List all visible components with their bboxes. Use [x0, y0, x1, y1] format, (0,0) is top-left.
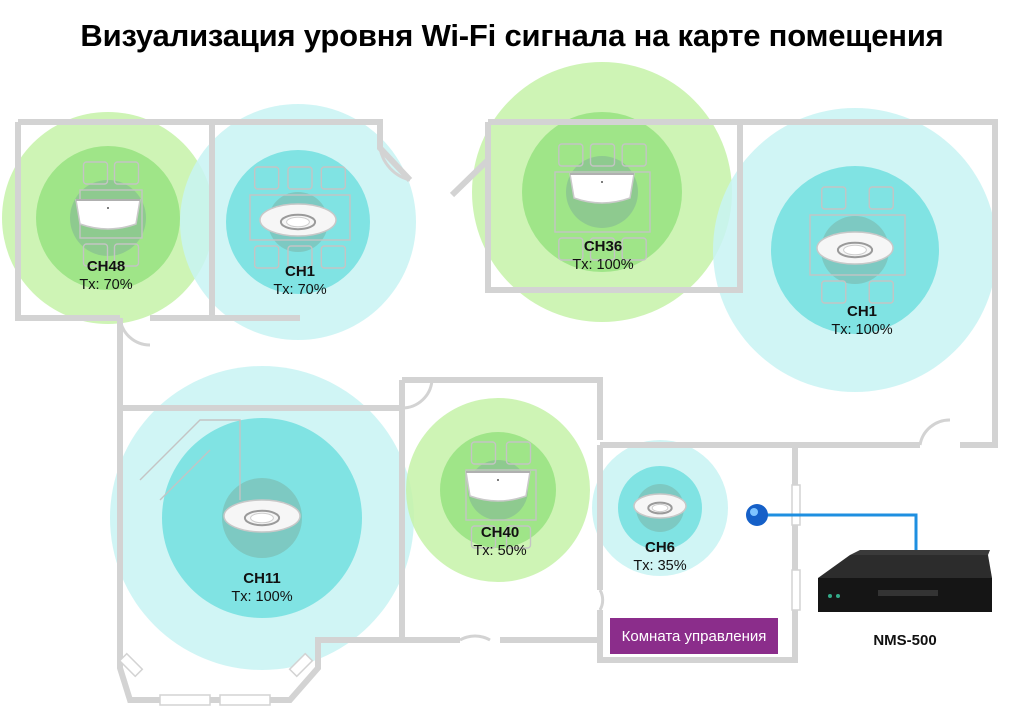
chair	[82, 243, 109, 267]
tx-power-label: Tx: 70%	[273, 282, 326, 298]
channel-label: CH36	[584, 238, 622, 255]
chair	[253, 166, 280, 190]
channel-label: CH6	[645, 539, 675, 556]
tx-power-label: Tx: 70%	[79, 277, 132, 293]
furniture-layer	[79, 143, 906, 549]
tx-power-label: Tx: 35%	[633, 558, 686, 574]
sofa	[139, 419, 241, 501]
channel-label: CH11	[243, 570, 281, 587]
ethernet-port-icon	[746, 504, 768, 526]
control-room: Комната управления	[610, 618, 778, 654]
chair	[320, 245, 347, 269]
chair	[113, 161, 140, 185]
chair	[82, 161, 109, 185]
channel-label: CH1	[847, 303, 877, 320]
channel-label: CH1	[285, 263, 315, 280]
bay-windows	[118, 484, 801, 706]
table	[554, 171, 651, 233]
page-title: Визуализация уровня Wi-Fi сигнала на кар…	[80, 18, 944, 53]
chair	[868, 280, 894, 304]
chair	[253, 245, 280, 269]
chair	[470, 525, 497, 549]
chair	[505, 525, 532, 549]
control-room-badge	[610, 618, 778, 654]
chair	[868, 186, 894, 210]
device-label: NMS-500	[873, 632, 936, 649]
floor-plan-walls	[15, 119, 998, 703]
chair	[558, 143, 584, 167]
chair	[505, 441, 532, 465]
tx-power-label: Tx: 100%	[231, 589, 292, 605]
chair	[821, 280, 847, 304]
control-room-label: Комната управления	[622, 628, 767, 645]
chair	[621, 237, 647, 261]
device-top	[818, 555, 992, 578]
chair	[589, 237, 616, 261]
chair	[558, 237, 584, 261]
channel-label: CH48	[87, 258, 125, 275]
tx-power-label: Tx: 100%	[831, 322, 892, 338]
door-arcs	[118, 147, 951, 642]
chair	[821, 186, 847, 210]
tx-power-label: Tx: 100%	[572, 257, 633, 273]
chair	[589, 143, 616, 167]
table	[249, 194, 351, 241]
access-point-square-icon	[75, 199, 141, 230]
access-point-square-icon	[569, 173, 635, 204]
chair	[621, 143, 647, 167]
network-cable	[746, 504, 918, 555]
tx-power-label: Tx: 50%	[473, 543, 526, 559]
chair	[287, 245, 313, 269]
channel-label: CH40	[481, 524, 519, 541]
access-point-square-icon	[465, 471, 531, 502]
chair	[320, 166, 347, 190]
table	[465, 469, 537, 521]
chair	[287, 166, 313, 190]
nms-500-device: NMS-500	[818, 550, 992, 649]
table	[809, 214, 906, 276]
chair	[113, 243, 140, 267]
chair	[470, 441, 497, 465]
